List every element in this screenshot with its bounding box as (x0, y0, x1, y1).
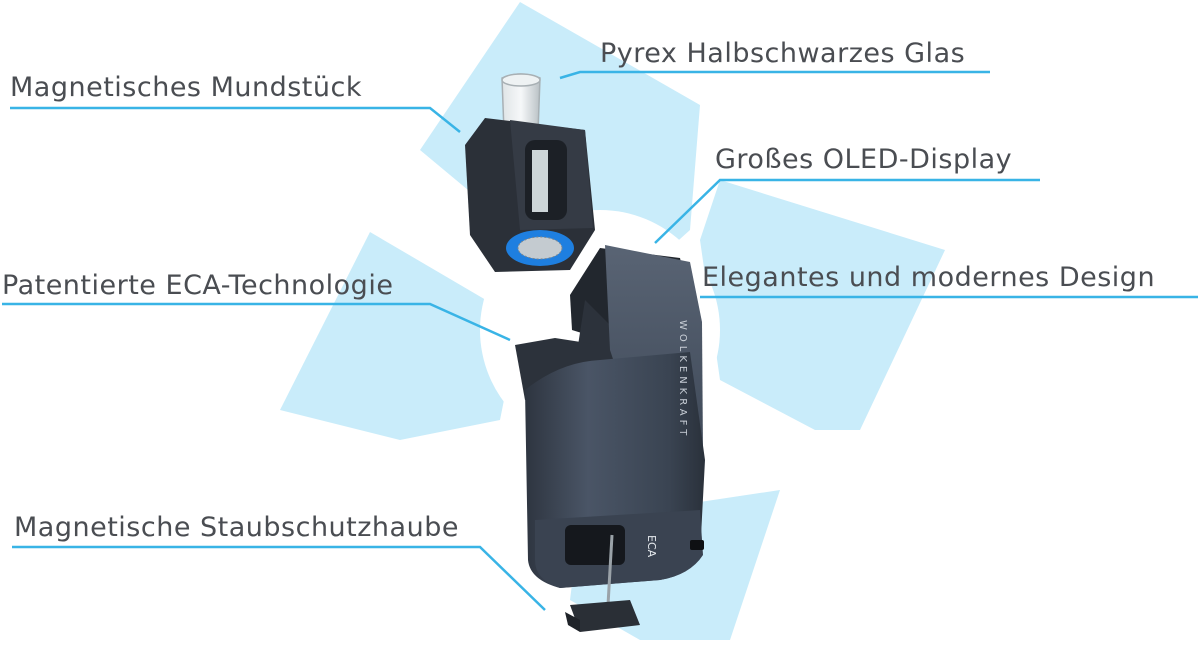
display-line (654, 178, 1040, 244)
eca-line (2, 302, 511, 342)
dustcap-line (12, 545, 546, 611)
base-marking: ECA (645, 535, 658, 558)
mouthpiece-assembly (465, 73, 595, 272)
label-mouthpiece: Magnetisches Mundstück (10, 72, 362, 103)
backdrop-right (700, 180, 945, 430)
main-device: WOLKENKRAFT ECA (515, 245, 705, 606)
brand-engraving: WOLKENKRAFT (677, 320, 688, 439)
callout-lines (2, 70, 1198, 611)
label-eca: Patentierte ECA-Technologie (2, 270, 394, 301)
glass-line (559, 70, 990, 80)
label-dustcap: Magnetische Staubschutzhaube (14, 512, 459, 543)
backdrop-left (280, 232, 520, 440)
dust-cap (565, 600, 640, 632)
label-display: Großes OLED-Display (715, 144, 1013, 175)
label-glass: Pyrex Halbschwarzes Glas (600, 38, 966, 69)
label-design: Elegantes und modernes Design (702, 262, 1156, 293)
mouthpiece-line (10, 106, 461, 133)
